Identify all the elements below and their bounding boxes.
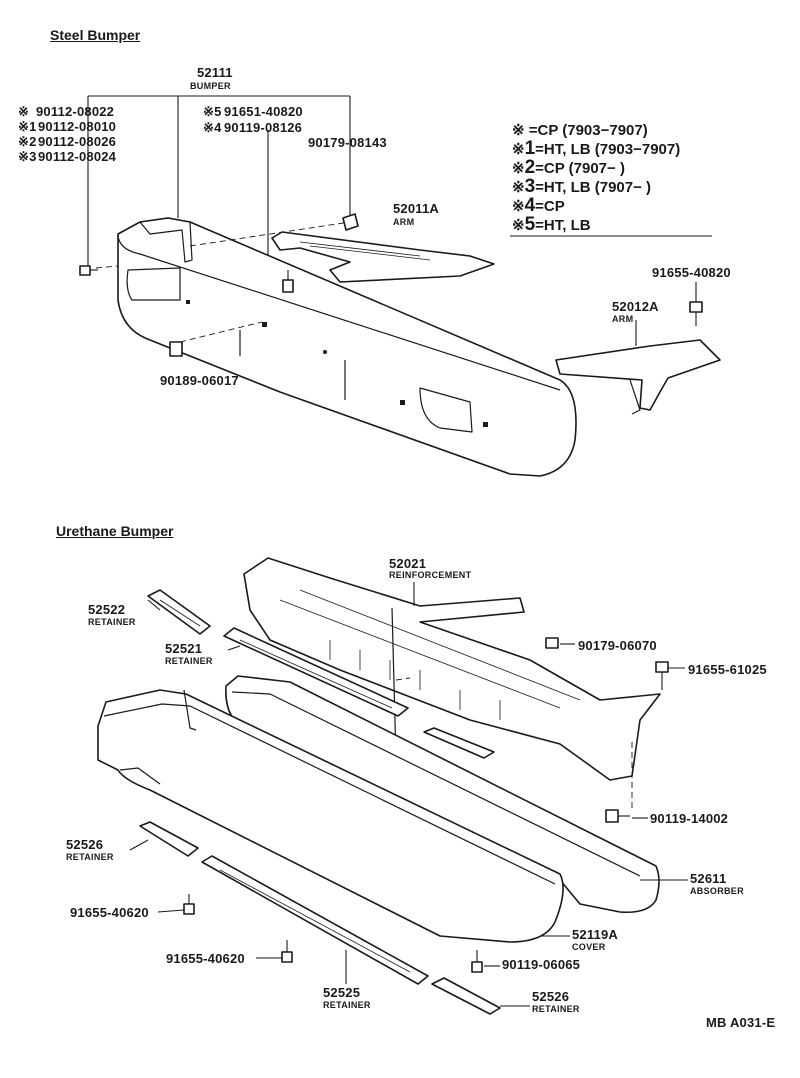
part-number-52111: 52111 <box>197 65 233 80</box>
part-90179-06070: 90179-06070 <box>578 638 657 653</box>
retainer-52521-shape <box>223 627 409 717</box>
bolt-91655-40620-b-shape <box>281 940 293 963</box>
part-name-cover: COVER <box>572 942 606 952</box>
retainer-52522-shape <box>147 589 211 635</box>
part-number-52522: 52522 <box>88 602 126 617</box>
legend-row: ※5=HT, LB <box>512 215 591 234</box>
part-name-retainer-52522: RETAINER <box>88 617 136 627</box>
urethane-bumper-title: Urethane Bumper <box>56 523 174 539</box>
part-number-52525: 52525 <box>323 985 361 1000</box>
marker-2: ※2 <box>18 134 37 149</box>
clip-90189 <box>169 341 183 357</box>
part-90119-06065: 90119-06065 <box>502 957 581 972</box>
part-90119-14002: 90119-14002 <box>650 811 729 826</box>
part-91651-40820: 91651-40820 <box>224 104 303 119</box>
part-number-52521: 52521 <box>165 641 203 656</box>
part-name-absorber: ABSORBER <box>690 886 744 896</box>
part-name-retainer-52526-b: RETAINER <box>532 1004 580 1014</box>
part-name-retainer-52525: RETAINER <box>323 1000 371 1010</box>
part-91655-40620-a: 91655-40620 <box>70 905 149 920</box>
marker-5: ※5 <box>203 104 222 119</box>
bolt-91655-40620-a-shape <box>183 894 195 915</box>
bolt-90119-08126 <box>282 270 294 293</box>
arm-52012a-shape <box>555 320 721 415</box>
legend-marker: ※ <box>512 141 525 158</box>
legend-number: 4 <box>524 195 536 216</box>
nut-90179-06070-shape <box>545 637 559 649</box>
bolt-91655-40820 <box>689 282 703 326</box>
legend-text: =HT, LB (7907− ) <box>535 179 652 196</box>
part-number-52119a: 52119A <box>572 927 619 942</box>
part-name-arm-a: ARM <box>393 217 415 227</box>
retainer-52526-bottom-shape <box>431 977 501 1015</box>
part-90179-08143: 90179-08143 <box>308 135 387 150</box>
bolt-90119-06065-shape <box>471 950 483 973</box>
part-90112-08010: 90112-08010 <box>38 119 117 134</box>
legend-marker: ※ <box>512 217 525 234</box>
bolt-90119-14002-shape <box>605 809 630 823</box>
part-90112-08022: 90112-08022 <box>36 104 115 119</box>
nut-90179-08143 <box>342 213 359 231</box>
legend-row: ※4=CP <box>512 196 565 215</box>
steel-bumper-title: Steel Bumper <box>50 27 141 43</box>
part-90112-08024: 90112-08024 <box>38 149 117 164</box>
legend-text: =CP <box>535 198 565 215</box>
legend-marker: ※ <box>512 198 525 215</box>
legend-text: =CP (7903−7907) <box>524 122 648 139</box>
part-91655-61025: 91655-61025 <box>688 662 767 677</box>
marker-3: ※3 <box>18 149 37 164</box>
steel-bumper-shape <box>117 217 577 477</box>
legend-number: 2 <box>524 157 536 178</box>
legend-number: 1 <box>524 138 536 159</box>
part-91655-40820: 91655-40820 <box>652 265 731 280</box>
legend-text: =HT, LB (7903−7907) <box>535 141 681 158</box>
legend-marker: ※ <box>512 160 525 177</box>
part-90112-08026: 90112-08026 <box>38 134 117 149</box>
legend-row: ※3=HT, LB (7907− ) <box>512 177 651 196</box>
marker-1: ※1 <box>18 119 37 134</box>
part-91655-40620-b: 91655-40620 <box>166 951 245 966</box>
legend-text: =HT, LB <box>535 217 591 234</box>
bumper-leader-bracket <box>87 95 351 275</box>
legend-row: ※ =CP (7903−7907) <box>512 120 648 139</box>
arm-52011a-shape <box>271 231 495 283</box>
part-number-52011a: 52011A <box>393 201 440 216</box>
bolt-90112 <box>79 265 98 276</box>
part-90119-08126: 90119-08126 <box>224 120 303 135</box>
legend-number: 3 <box>524 176 536 197</box>
part-name-reinforcement: REINFORCEMENT <box>389 570 472 580</box>
legend-row: ※2=CP (7907− ) <box>512 158 625 177</box>
part-number-52021: 52021 <box>389 556 427 571</box>
part-name-retainer-52521: RETAINER <box>165 656 213 666</box>
legend-row: ※1=HT, LB (7903−7907) <box>512 139 680 158</box>
part-name-bumper: BUMPER <box>190 81 231 91</box>
retainer-side-shape <box>423 727 495 759</box>
legend-number: 5 <box>524 214 536 235</box>
part-name-arm-b: ARM <box>612 314 634 324</box>
marker-0: ※ <box>18 104 30 119</box>
cover-shape <box>97 689 564 943</box>
diagram-code: MB A031-E <box>706 1015 776 1030</box>
part-name-retainer-52526-a: RETAINER <box>66 852 114 862</box>
legend-marker: ※ <box>512 122 525 139</box>
part-90189-06017: 90189-06017 <box>160 373 239 388</box>
marker-4: ※4 <box>203 120 222 135</box>
part-number-52611: 52611 <box>690 871 727 886</box>
retainer-52525-shape <box>201 855 429 985</box>
legend-marker: ※ <box>512 179 525 196</box>
part-number-52012a: 52012A <box>612 299 659 314</box>
part-number-52526-a: 52526 <box>66 837 104 852</box>
retainer-52526-left-shape <box>139 821 199 857</box>
legend-text: =CP (7907− ) <box>535 160 625 177</box>
bolt-91655-61025-shape <box>655 661 669 690</box>
part-number-52526-b: 52526 <box>532 989 570 1004</box>
